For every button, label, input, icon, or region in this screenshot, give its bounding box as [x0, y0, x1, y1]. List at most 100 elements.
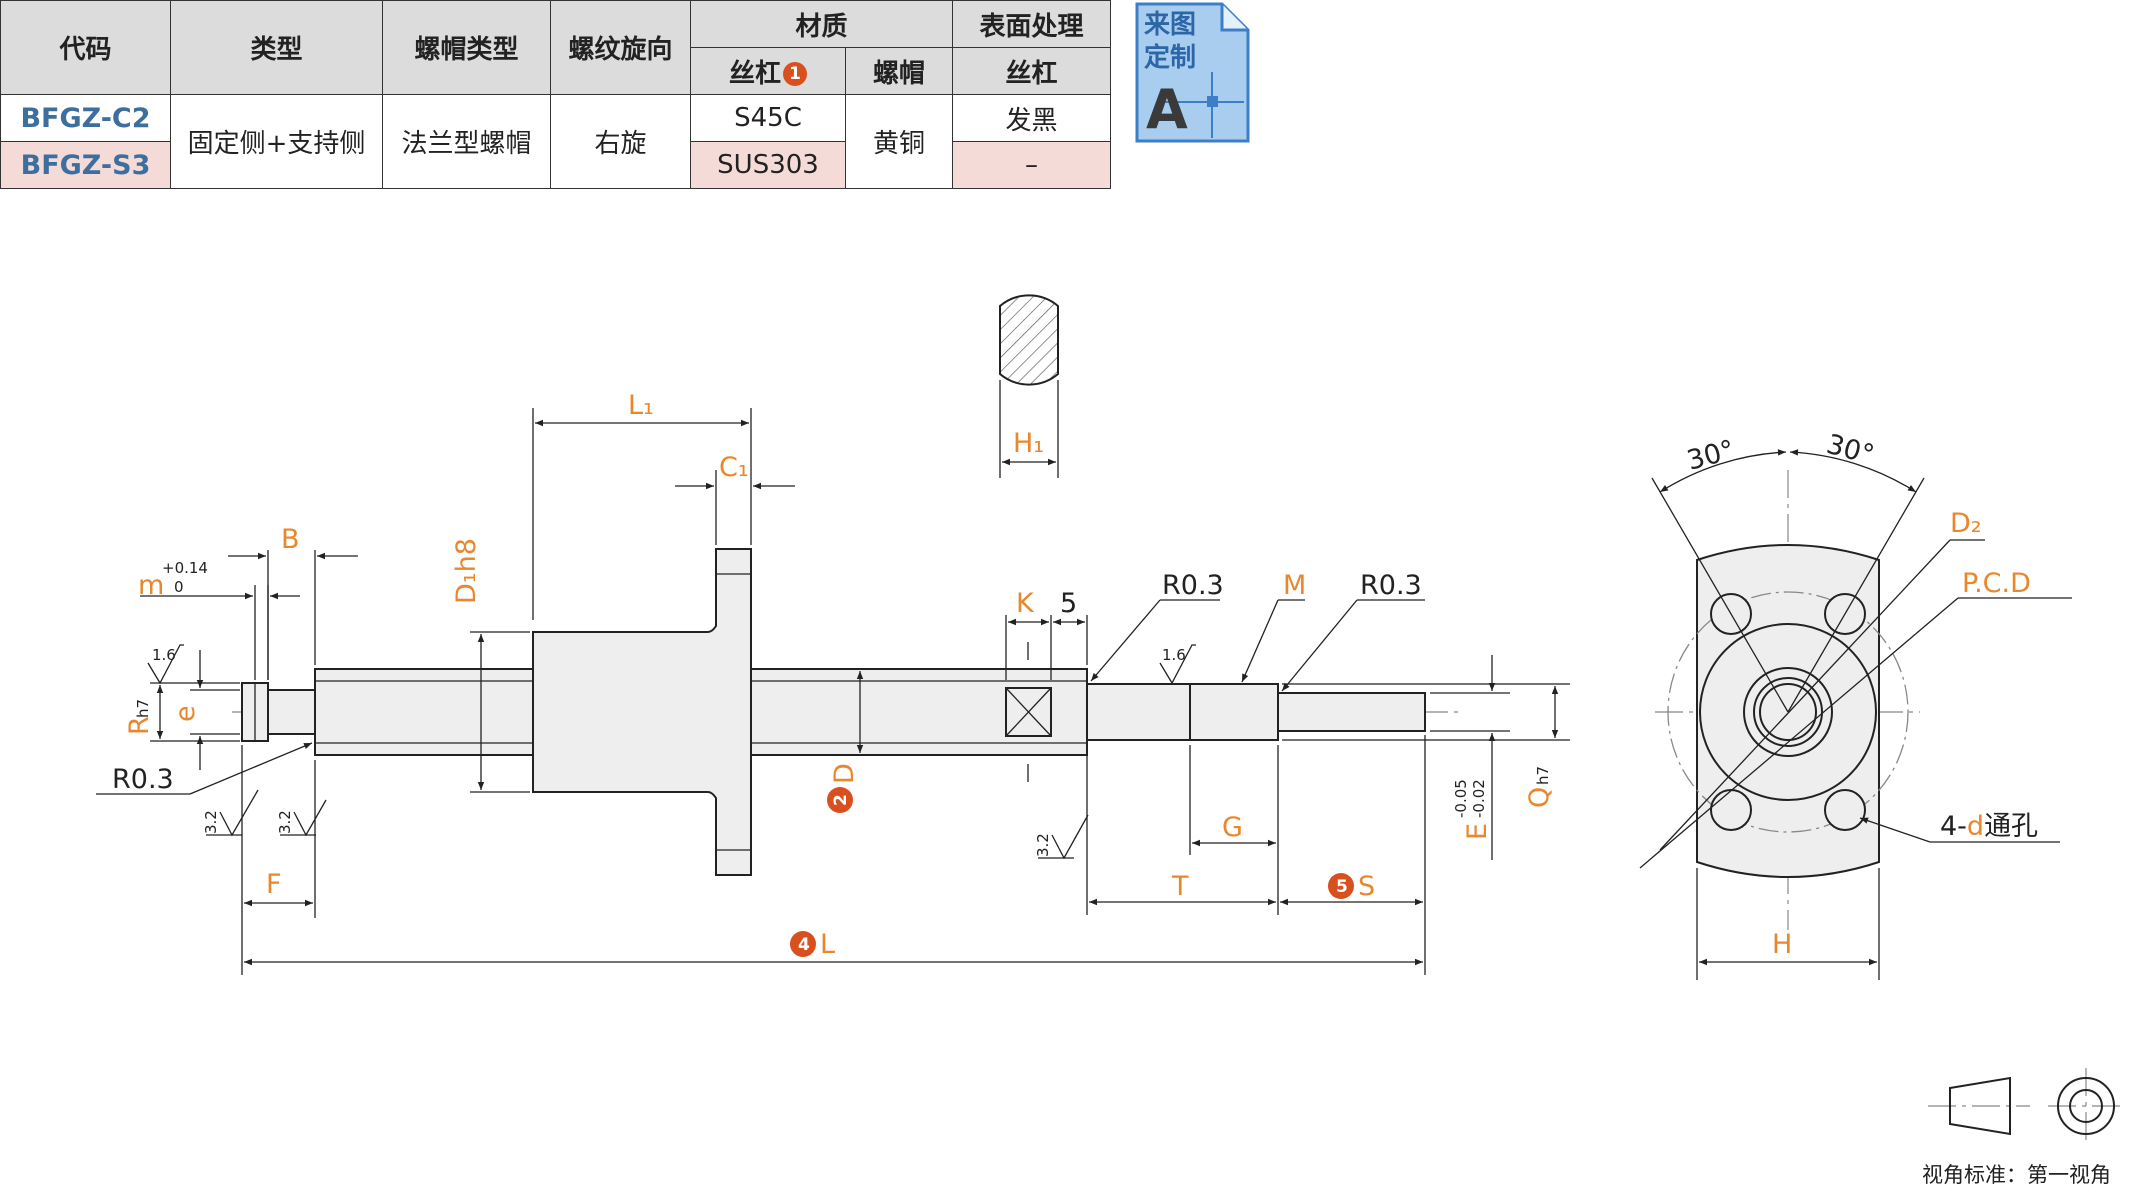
- label-thread-m: M: [1283, 570, 1306, 601]
- projection-circle-inner: [2069, 1089, 2103, 1123]
- label-m-tol-down: 0: [174, 578, 184, 596]
- header-code: 代码: [0, 0, 171, 95]
- label-holes: 4-d通孔: [1940, 811, 2038, 842]
- header-surface: 表面处理: [952, 0, 1112, 48]
- label-h: H: [1772, 929, 1792, 960]
- label-r-h7: h7: [134, 699, 152, 718]
- wrench-flat: [1005, 687, 1052, 737]
- angle-line-right: [1787, 477, 1925, 713]
- label-r03-mid: R0.3: [1162, 570, 1224, 601]
- label-e-right: E: [1462, 823, 1493, 840]
- cell-nut-type: 法兰型螺帽: [382, 94, 551, 189]
- label-roughness-32-c: 3.2: [1034, 833, 1052, 857]
- badge-line1: 来图: [1144, 10, 1196, 40]
- label-q-h7: h7: [1534, 766, 1552, 785]
- label-f: F: [266, 869, 282, 900]
- m-leader: [1241, 599, 1279, 683]
- label-l1: L₁: [628, 390, 654, 421]
- table-row: BFGZ-S3 SUS303 –: [0, 141, 1112, 189]
- cell-surface-screw: –: [952, 141, 1112, 189]
- badge-2-circle: [827, 787, 853, 813]
- r03-mid-leader: [1090, 599, 1161, 682]
- angle-line-left: [1651, 477, 1789, 713]
- label-roughness-32-a: 3.2: [202, 810, 220, 834]
- header-material-screw-label: 丝杠: [728, 58, 781, 89]
- label-pcd: P.C.D: [1962, 568, 2031, 599]
- label-q: Q: [1524, 787, 1555, 808]
- label-e-tol-up: -0.05: [1452, 779, 1470, 818]
- label-r03-left: R0.3: [112, 764, 174, 795]
- section-shape: [999, 294, 1059, 386]
- right-end-journal: [1277, 692, 1426, 732]
- holes-leader: [1859, 817, 1931, 843]
- view-standard-label: 视角标准：第一视角: [1922, 1163, 2111, 1187]
- label-r: R: [124, 716, 155, 735]
- screw-shaft: [750, 668, 1088, 756]
- label-roughness-left: 1.6: [152, 646, 176, 664]
- roughness-32-a: [219, 789, 259, 837]
- header-material: 材质: [689, 0, 954, 48]
- custom-drawing-badge: 来图 定制 A: [1135, 2, 1250, 143]
- row-code: BFGZ-C2: [0, 94, 171, 142]
- right-thread-m: [1189, 683, 1279, 741]
- label-r03-right: R0.3: [1360, 570, 1422, 601]
- badge-1: 1: [783, 62, 807, 86]
- flange-end-view: 30° 30° D₂ P.C.D 4-d通孔 H: [1639, 429, 2072, 980]
- label-roughness-32-b: 3.2: [276, 810, 294, 834]
- flat-cross-2: [1005, 687, 1052, 737]
- mounting-hole: [1824, 789, 1866, 831]
- projection-symbol: 视角标准：第一视角: [1922, 1068, 2124, 1187]
- label-angle-left: 30°: [1684, 434, 1738, 476]
- angle-arc-right: [1789, 449, 1917, 493]
- roughness-32-b: [293, 799, 327, 837]
- label-roughness-right: 1.6: [1162, 646, 1186, 664]
- header-surface-screw: 丝杠: [952, 47, 1112, 95]
- nut-bore-outer: [1743, 667, 1833, 757]
- r03-right-leader: [1281, 599, 1358, 692]
- badge-4: 4: [798, 935, 810, 955]
- label-angle-right: 30°: [1823, 429, 1877, 471]
- label-h1: H₁: [1013, 428, 1044, 459]
- cell-thread-dir: 右旋: [550, 94, 691, 189]
- flange-nut: [532, 548, 752, 876]
- r03-left-leader: [189, 742, 313, 795]
- label-s: S: [1358, 871, 1375, 902]
- left-bearing-journal: [314, 668, 534, 756]
- badge-square: [1207, 96, 1218, 107]
- pcd-circle: [1667, 591, 1909, 833]
- badge-2: 2: [831, 794, 851, 806]
- nut-bore: [1753, 677, 1823, 747]
- label-k: K: [1016, 588, 1035, 619]
- badge-folded-corner: [1220, 4, 1248, 32]
- label-e-tol-down: -0.02: [1470, 779, 1488, 818]
- label-holes-text: 通孔: [1984, 811, 2038, 842]
- label-e: e: [170, 705, 201, 722]
- badge-5: 5: [1336, 877, 1348, 897]
- roughness-symbol-left: [147, 644, 184, 685]
- label-l: L: [820, 929, 835, 960]
- row-code: BFGZ-S3: [0, 141, 171, 189]
- label-g: G: [1222, 812, 1243, 843]
- label-b: B: [281, 524, 300, 555]
- cell-material-screw: SUS303: [690, 141, 846, 189]
- screw-section: [1759, 683, 1817, 741]
- label-m-tol-up: +0.14: [162, 559, 208, 577]
- cell-type: 固定侧+支持侧: [170, 94, 383, 189]
- shaft-view: [232, 548, 1460, 876]
- label-holes-d: d: [1967, 811, 1984, 842]
- label-d2: D₂: [1950, 508, 1982, 539]
- d2-leader: [1659, 539, 1951, 851]
- badge-document-shape: [1135, 2, 1250, 143]
- badge-4-circle: [790, 931, 816, 957]
- label-t: T: [1171, 871, 1189, 902]
- projection-cone: [1949, 1076, 2011, 1136]
- projection-circle-outer: [2057, 1077, 2115, 1135]
- cell-material-screw: S45C: [690, 94, 846, 142]
- label-c1: C₁: [719, 452, 749, 483]
- roughness-symbol-right: [1159, 644, 1196, 685]
- left-neck: [267, 689, 316, 735]
- section-view: H₁: [999, 294, 1059, 478]
